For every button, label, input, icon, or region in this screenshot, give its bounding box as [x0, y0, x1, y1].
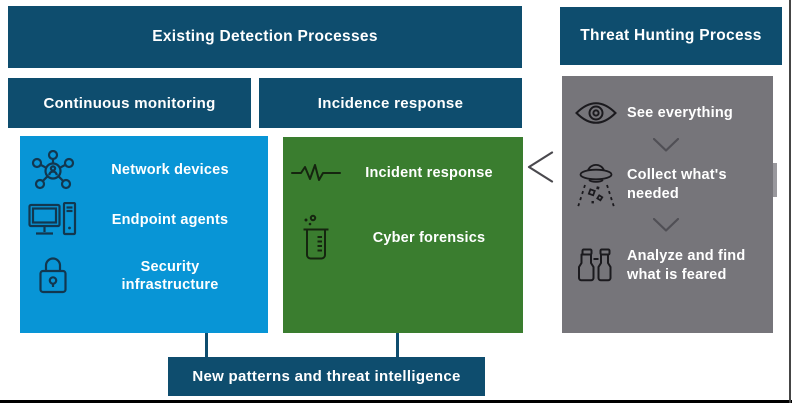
bottom-border-line [0, 400, 792, 403]
network-icon [20, 149, 86, 192]
list-item: Analyze and find what is feared [562, 237, 773, 295]
monitoring-item-label: Security infrastructure [121, 258, 219, 293]
incidence-response-bar: Incidence response [259, 78, 522, 128]
binoculars-icon [572, 248, 620, 284]
hunting-panel: See everything Col [562, 76, 773, 333]
chevron-down-icon [606, 218, 726, 232]
hunting-step-label: Collect what's needed [627, 167, 727, 202]
beaker-icon [283, 214, 349, 262]
endpoint-icon [20, 201, 86, 240]
monitoring-panel: Network devices Endpoint agents [20, 136, 268, 333]
response-item-label: Incident response [365, 164, 493, 181]
eye-icon [572, 100, 620, 126]
existing-detection-header: Existing Detection Processes [8, 6, 522, 68]
list-item: Collect what's needed [562, 157, 773, 213]
connector-line-response [396, 333, 399, 357]
list-item: Cyber forensics [283, 209, 523, 267]
pulse-icon [283, 162, 349, 184]
list-item: Endpoint agents [20, 197, 268, 244]
continuous-monitoring-label: Continuous monitoring [43, 94, 216, 112]
threat-hunting-title: Threat Hunting Process [580, 27, 762, 44]
monitoring-item-label: Network devices [111, 162, 229, 179]
response-item-label: Cyber forensics [372, 229, 486, 246]
right-border-line [789, 0, 791, 403]
hunting-step-label: Analyze and find what is feared [627, 248, 746, 283]
list-item: Network devices [20, 147, 268, 194]
new-patterns-bar: New patterns and threat intelligence [168, 357, 485, 396]
connector-line-monitoring [205, 333, 208, 357]
continuous-monitoring-bar: Continuous monitoring [8, 78, 251, 128]
hunting-step-label: See everything [627, 104, 733, 121]
existing-detection-title: Existing Detection Processes [152, 28, 378, 45]
monitoring-item-label: Endpoint agents [111, 212, 229, 229]
response-panel: Incident response Cyber forensics [283, 137, 523, 333]
gray-panel-edge-tab [773, 163, 777, 197]
less-than-icon [527, 151, 554, 183]
threat-hunting-header: Threat Hunting Process [560, 7, 782, 65]
list-item: See everything [562, 93, 773, 133]
lock-icon [20, 254, 86, 298]
incidence-response-label: Incidence response [317, 94, 464, 112]
chevron-down-icon [606, 138, 726, 152]
list-item: Security infrastructure [20, 248, 268, 304]
ufo-icon [572, 159, 620, 211]
list-item: Incident response [283, 151, 523, 195]
new-patterns-label: New patterns and threat intelligence [192, 368, 461, 385]
